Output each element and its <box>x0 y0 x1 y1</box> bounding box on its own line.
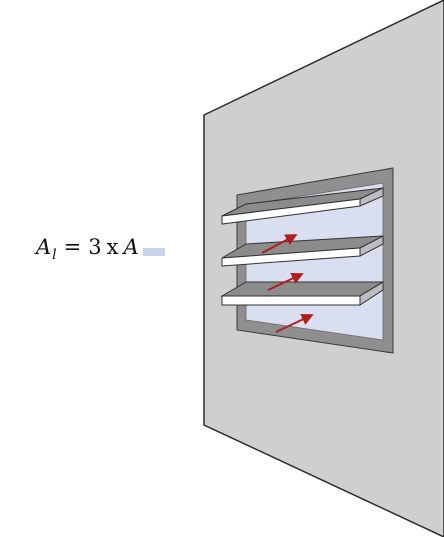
louvre-area-formula: A l = 3 x A <box>36 235 165 263</box>
formula-lhs-subscript: l <box>52 247 57 263</box>
formula-times: x <box>106 235 119 259</box>
formula-factor: 3 <box>88 235 102 259</box>
airflow-arrow-icon <box>267 272 304 291</box>
louvre-slat <box>220 281 385 306</box>
formula-rhs-symbol: A <box>123 235 139 259</box>
formula-subscript-placeholder <box>142 248 165 256</box>
formula-lhs-symbol: A <box>36 235 52 259</box>
airflow-arrow-icon <box>275 313 314 333</box>
formula-equals: = <box>63 235 82 259</box>
louvre-slat <box>221 187 384 225</box>
airflow-arrow-icon <box>261 234 298 254</box>
